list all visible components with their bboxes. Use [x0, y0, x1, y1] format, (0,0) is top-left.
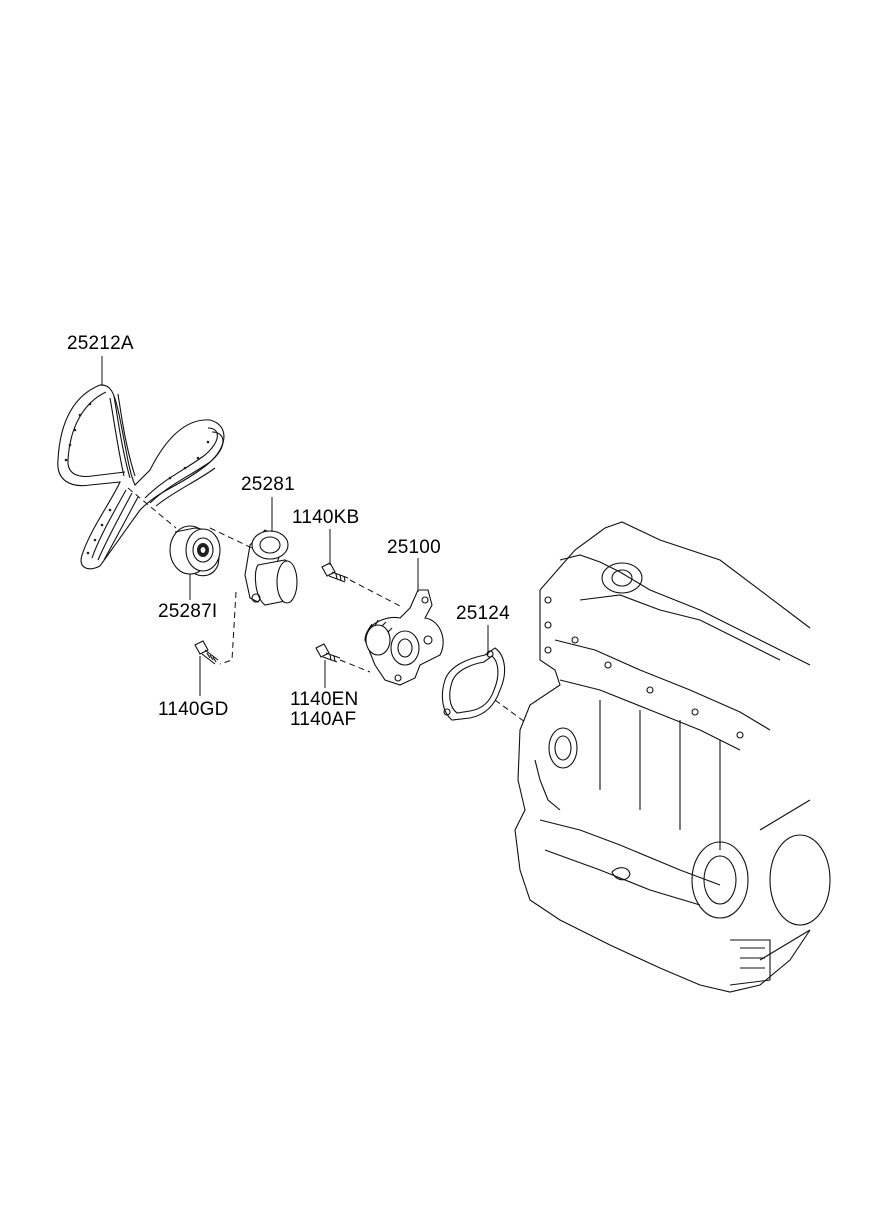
label-25281: 25281 — [241, 474, 295, 495]
label-25124: 25124 — [456, 603, 510, 624]
idler-pulley[interactable] — [169, 525, 221, 577]
tensioner[interactable] — [244, 529, 298, 606]
label-25287i: 25287I — [158, 601, 218, 622]
label-1140kb: 1140KB — [292, 507, 360, 528]
label-1140gd: 1140GD — [158, 699, 229, 720]
engine-block — [514, 521, 831, 993]
label-25100: 25100 — [387, 537, 441, 558]
label-25212a: 25212A — [67, 333, 134, 354]
belt-dots — [64, 402, 210, 555]
bolt-1140gd[interactable] — [194, 640, 219, 665]
gasket[interactable] — [441, 647, 506, 721]
label-1140af: 1140AF — [290, 709, 357, 730]
alignment-line-tensioner-bolt — [219, 591, 237, 665]
water-pump[interactable] — [364, 589, 444, 686]
alignment-line-kb — [349, 579, 401, 607]
bolt-1140en[interactable] — [315, 643, 341, 663]
alignment-line-en — [339, 659, 371, 673]
alignment-line-belt — [127, 487, 177, 529]
bolt-1140kb[interactable] — [321, 562, 349, 583]
alignment-line-gasket — [494, 699, 526, 723]
alignment-line-idler — [209, 527, 253, 549]
drive-belt[interactable] — [57, 384, 225, 570]
label-1140en: 1140EN — [290, 689, 359, 710]
